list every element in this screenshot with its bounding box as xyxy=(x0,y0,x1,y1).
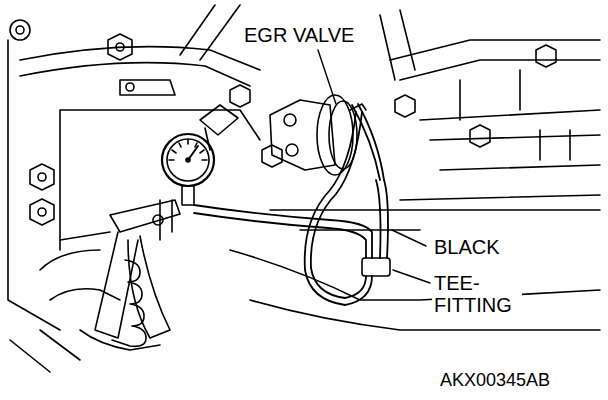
part-label: BLACK xyxy=(432,236,502,258)
part-label: EGR VALVE xyxy=(242,24,356,46)
figure-code: AKX00345AB xyxy=(438,369,552,391)
part-label: TEE- FITTING xyxy=(432,272,522,316)
